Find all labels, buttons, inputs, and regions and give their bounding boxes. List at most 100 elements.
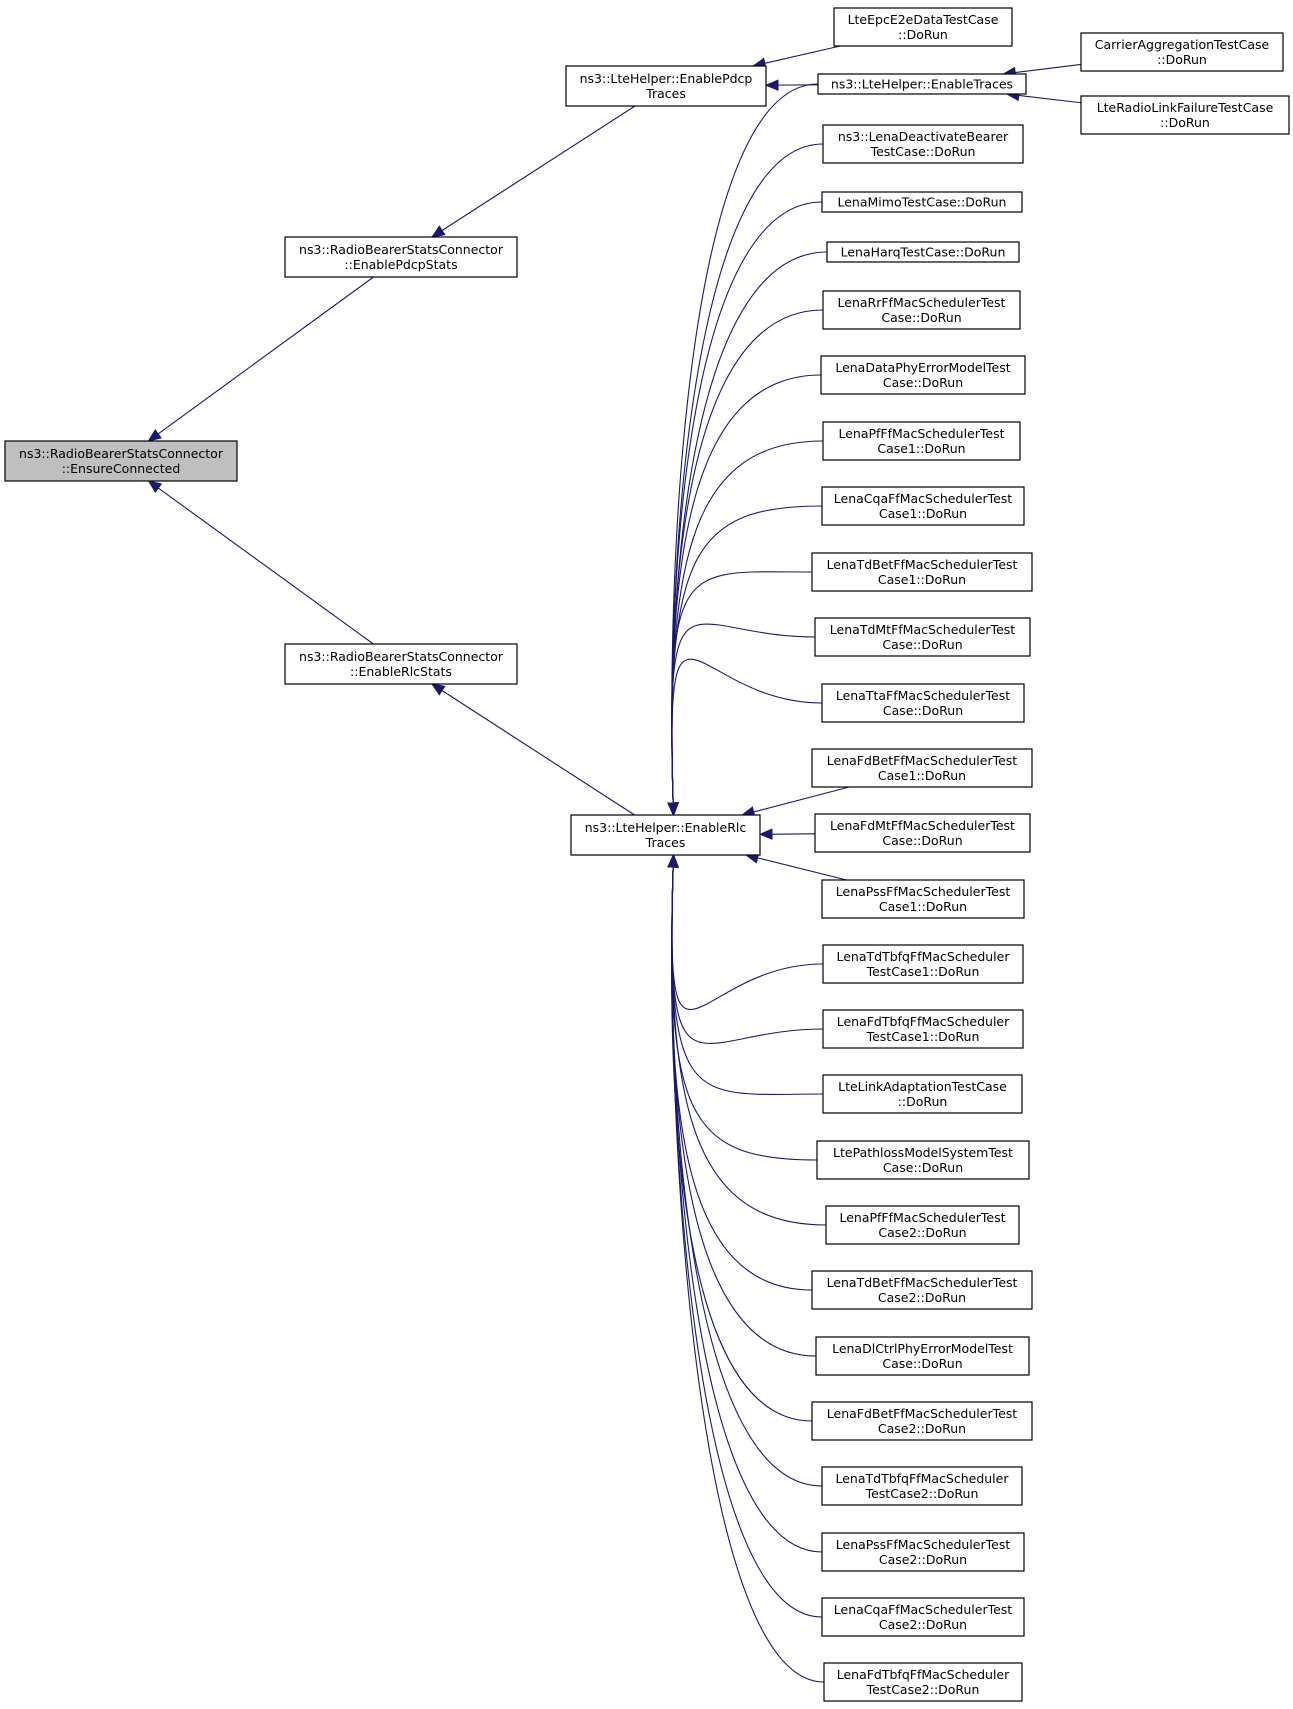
node-label-line: TestCase1::DoRun xyxy=(866,964,980,979)
edge-line xyxy=(1018,94,1082,104)
node-label-line: ::EnsureConnected xyxy=(62,461,181,476)
node-box xyxy=(821,486,1025,526)
node-box xyxy=(284,236,518,278)
node-label-line: LenaTtaFfMacSchedulerTest xyxy=(836,688,1010,703)
node-box xyxy=(811,748,1033,788)
node-box xyxy=(823,1662,1023,1702)
edge-line xyxy=(671,571,813,804)
node-label-line: Case::DoRun xyxy=(883,375,963,390)
node-label-line: ::DoRun xyxy=(1160,115,1210,130)
node-label-line: ns3::LenaDeactivateBearer xyxy=(838,129,1009,144)
edge-line xyxy=(757,857,847,881)
node-rlf[interactable]: LteRadioLinkFailureTestCase::DoRun xyxy=(1080,95,1290,135)
node-box xyxy=(822,1009,1024,1049)
node-epce2e[interactable]: LteEpcE2eDataTestCase::DoRun xyxy=(833,7,1013,47)
node-label-line: TestCase::DoRun xyxy=(870,144,976,159)
edge-linkad-to-rlctr xyxy=(667,853,824,1095)
node-box xyxy=(1080,32,1284,72)
node-box xyxy=(284,643,518,685)
nodes-layer: ns3::RadioBearerStatsConnector::EnsureCo… xyxy=(4,7,1290,1702)
node-pdcpstats[interactable]: ns3::RadioBearerStatsConnector::EnablePd… xyxy=(284,236,518,278)
edge-line xyxy=(671,374,822,804)
node-mimo[interactable]: LenaMimoTestCase::DoRun xyxy=(821,191,1023,213)
node-box xyxy=(811,552,1033,592)
node-label-line: Case::DoRun xyxy=(883,1160,963,1175)
node-label-line: LenaPssFfMacSchedulerTest xyxy=(836,884,1011,899)
node-carrier[interactable]: CarrierAggregationTestCase::DoRun xyxy=(1080,32,1284,72)
arrowhead-icon xyxy=(667,853,679,868)
edge-line xyxy=(671,866,818,1161)
node-box xyxy=(822,1074,1023,1114)
edge-pathloss-to-rlctr xyxy=(667,853,818,1161)
node-label-line: ns3::RadioBearerStatsConnector xyxy=(299,649,504,664)
node-label-line: TestCase1::DoRun xyxy=(866,1029,980,1044)
node-label-line: Case1::DoRun xyxy=(877,441,965,456)
edge-tdmt-to-rlctr xyxy=(667,623,816,817)
node-label-line: ns3::RadioBearerStatsConnector xyxy=(19,446,224,461)
node-box xyxy=(821,191,1023,213)
node-box xyxy=(822,944,1024,984)
edge-rlctr-to-rlcstats xyxy=(430,683,635,816)
edge-line xyxy=(671,866,813,1291)
node-label-line: Case::DoRun xyxy=(882,637,962,652)
node-label-line: ns3::LteHelper::EnablePdcp xyxy=(580,71,753,86)
edge-line xyxy=(441,690,635,816)
node-enabletr[interactable]: ns3::LteHelper::EnableTraces xyxy=(817,73,1027,95)
edge-line xyxy=(671,309,824,804)
edge-line xyxy=(671,440,824,804)
node-label-line: TestCase2::DoRun xyxy=(866,1682,980,1697)
node-label-line: LenaRrFfMacSchedulerTest xyxy=(838,295,1006,310)
node-label-line: Case::DoRun xyxy=(882,833,962,848)
node-harq[interactable]: LenaHarqTestCase::DoRun xyxy=(826,241,1020,263)
edge-line xyxy=(764,45,841,64)
node-label-line: LteRadioLinkFailureTestCase xyxy=(1097,100,1274,115)
arrowhead-icon xyxy=(430,683,446,696)
edge-line xyxy=(671,201,823,804)
node-linkad[interactable]: LteLinkAdaptationTestCase::DoRun xyxy=(822,1074,1023,1114)
edge-dlctrl-to-rlctr xyxy=(667,853,817,1357)
node-box xyxy=(1080,95,1290,135)
node-box xyxy=(825,1205,1020,1245)
node-box xyxy=(820,355,1026,395)
edge-pss1-to-rlctr xyxy=(744,852,847,881)
edge-epce2e-to-pdcptr xyxy=(751,45,841,69)
node-box xyxy=(833,7,1013,47)
edge-fdtbfq1-to-rlctr xyxy=(667,853,824,1044)
node-box xyxy=(821,1466,1023,1506)
node-box xyxy=(816,1140,1030,1180)
arrowhead-icon xyxy=(147,428,162,442)
node-label-line: Case::DoRun xyxy=(882,1356,962,1371)
node-label-line: LenaPfFfMacSchedulerTest xyxy=(838,426,1004,441)
node-label-line: LenaCqaFfMacSchedulerTest xyxy=(834,1602,1013,1617)
node-rlcstats[interactable]: ns3::RadioBearerStatsConnector::EnableRl… xyxy=(284,643,518,685)
edge-line xyxy=(671,866,825,1683)
node-label-line: LenaMimoTestCase::DoRun xyxy=(838,195,1007,210)
node-label-line: LenaFdBetFfMacSchedulerTest xyxy=(827,1406,1018,1421)
node-label-line: LenaFdTbfqFfMacScheduler xyxy=(837,1667,1010,1682)
node-label-line: Case1::DoRun xyxy=(879,899,967,914)
